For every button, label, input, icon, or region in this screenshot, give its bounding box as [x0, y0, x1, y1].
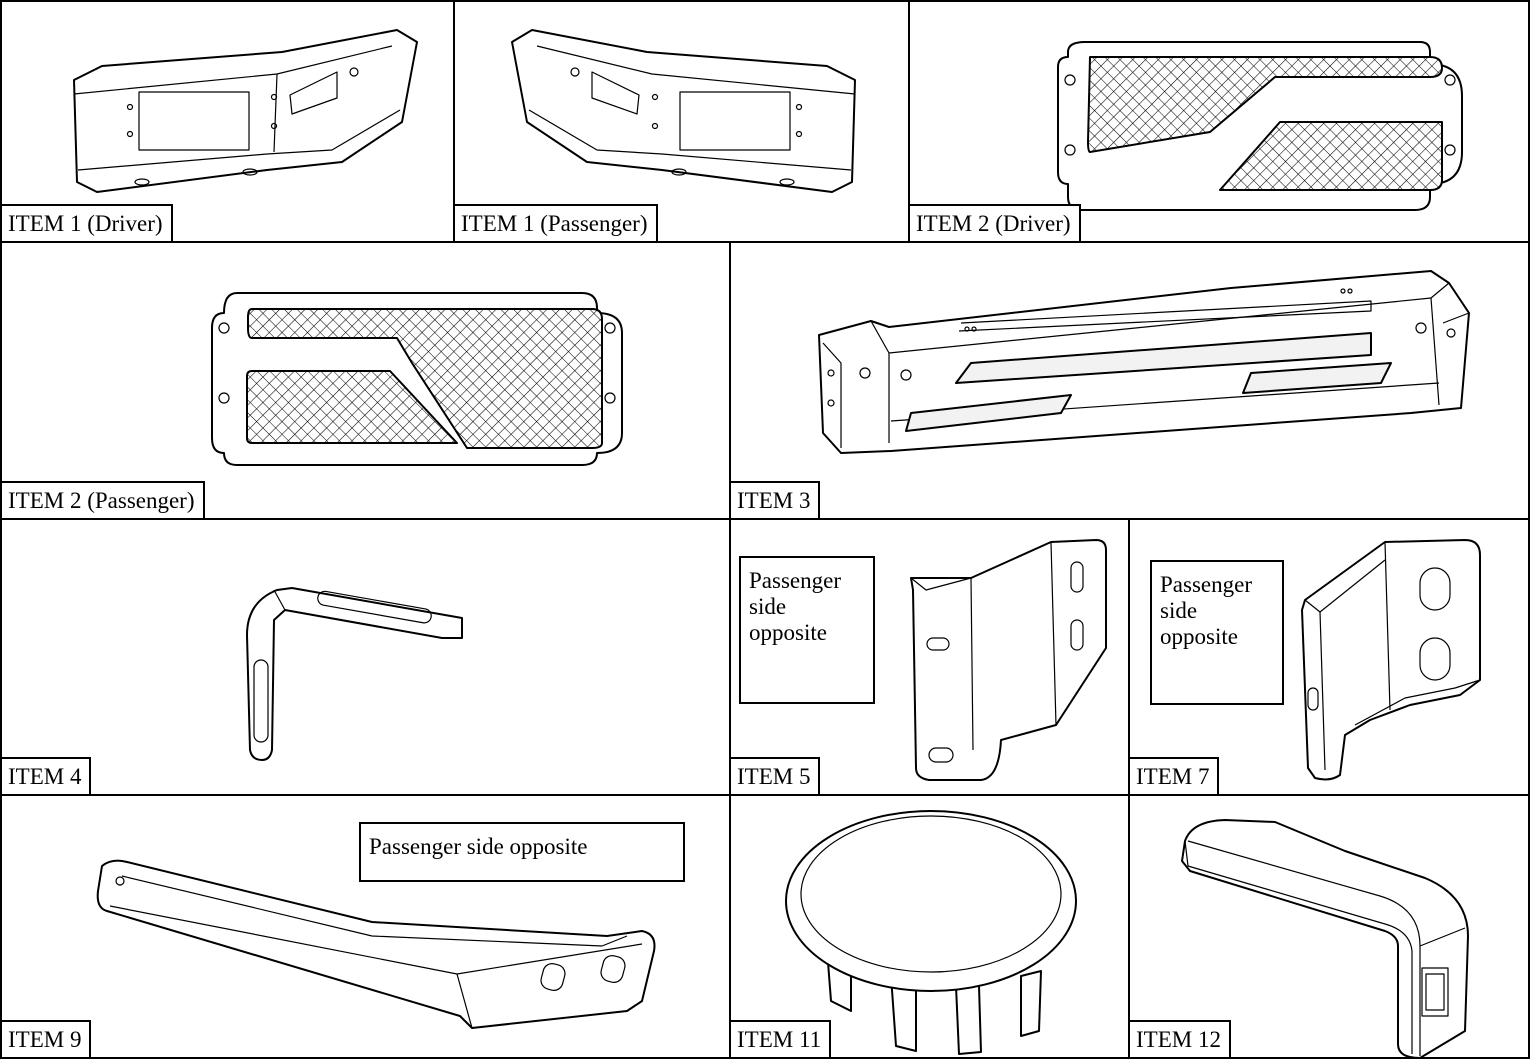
item2-passenger-label: ITEM 2 (Passenger): [2, 481, 205, 518]
item3-drawing: [818, 270, 1470, 454]
item7-note-line2: side: [1160, 598, 1198, 623]
cell-item11: ITEM 11: [729, 794, 1130, 1059]
cell-item9: Passenger side opposite ITEM 9: [0, 794, 731, 1059]
item4-drawing: [246, 587, 463, 761]
item7-drawing: [1301, 539, 1481, 781]
cell-item7: Passenger side opposite ITEM 7: [1128, 518, 1530, 796]
item5-label: ITEM 5: [731, 757, 821, 794]
item7-note-line3: opposite: [1160, 624, 1238, 649]
cell-item12: ITEM 12: [1128, 794, 1530, 1059]
cell-item4: ITEM 4: [0, 518, 731, 796]
cell-item5: Passenger side opposite ITEM 5: [729, 518, 1130, 796]
item7-label: ITEM 7: [1130, 757, 1220, 794]
item4-label: ITEM 4: [2, 757, 92, 794]
item5-note-line3: opposite: [749, 620, 827, 645]
item2-passenger-drawing: [211, 292, 623, 466]
item12-label: ITEM 12: [1130, 1020, 1231, 1057]
item9-drawing: [96, 859, 656, 1029]
cell-item2-driver: ITEM 2 (Driver): [908, 0, 1530, 243]
cell-item1-driver: ITEM 1 (Driver): [0, 0, 455, 243]
item5-note-line1: Passenger: [749, 568, 841, 593]
item5-note-line2: side: [749, 594, 787, 619]
item11-drawing: [785, 810, 1077, 1055]
item5-note: Passenger side opposite: [739, 556, 875, 704]
item9-note: Passenger side opposite: [359, 822, 685, 882]
item7-note: Passenger side opposite: [1150, 560, 1284, 705]
item2-driver-drawing: [1057, 41, 1463, 211]
cell-item3: ITEM 3: [729, 241, 1530, 520]
item5-drawing: [910, 539, 1107, 781]
item12-drawing: [1181, 819, 1469, 1057]
item1-passenger-label: ITEM 1 (Passenger): [455, 204, 658, 241]
item2-driver-label: ITEM 2 (Driver): [910, 204, 1081, 241]
item7-note-line1: Passenger: [1160, 572, 1252, 597]
cell-item1-passenger: ITEM 1 (Passenger): [453, 0, 910, 243]
item11-label: ITEM 11: [731, 1020, 832, 1057]
cell-item2-passenger: ITEM 2 (Passenger): [0, 241, 731, 520]
item1-driver-label: ITEM 1 (Driver): [2, 204, 173, 241]
item1-passenger-drawing: [511, 29, 856, 193]
item3-label: ITEM 3: [731, 481, 821, 518]
item1-driver-drawing: [73, 29, 418, 193]
item9-label: ITEM 9: [2, 1020, 92, 1057]
item9-note-text: Passenger side opposite: [369, 834, 588, 859]
